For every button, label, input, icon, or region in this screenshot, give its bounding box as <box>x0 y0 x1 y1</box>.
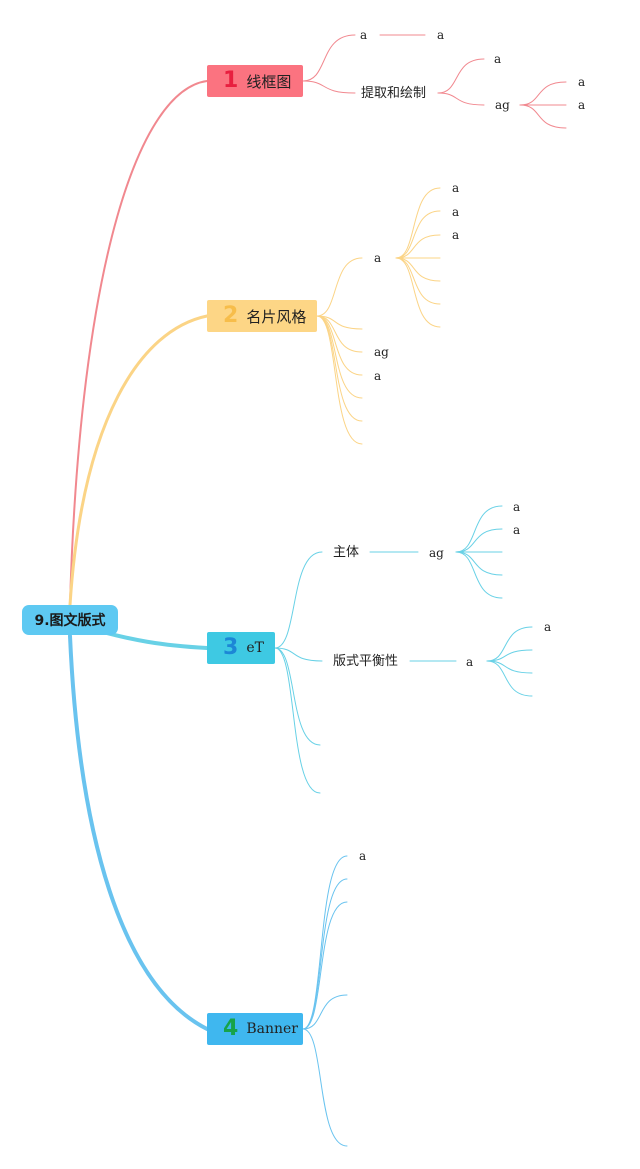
b3-link-balance-a-4 <box>486 660 533 697</box>
b1-node-extract-a[interactable]: a <box>494 52 502 66</box>
b4-link-5 <box>302 1028 348 1147</box>
b2-node-a-child-3[interactable]: a <box>452 228 460 242</box>
root-topic-label: 9.图文版式 <box>34 613 106 629</box>
b2-link-a-child-1 <box>395 187 441 259</box>
b3-link-ag-5 <box>455 551 503 599</box>
branch-4-number: 4 <box>223 1016 239 1041</box>
branch-1-label: 线框图 <box>246 72 292 91</box>
b1-node-extract-ag[interactable]: ag <box>495 98 510 112</box>
root-topic[interactable]: 9.图文版式 <box>22 605 118 635</box>
b2-node-a[interactable]: a <box>374 251 382 265</box>
b1-node-ag-a1[interactable]: a <box>578 75 586 89</box>
b1-node-a[interactable]: a <box>360 28 368 42</box>
b1-node-a-child[interactable]: a <box>437 28 445 42</box>
branch-3-label: eT <box>246 640 264 656</box>
b1-node-ag-a2[interactable]: a <box>578 98 586 112</box>
b1-link-extract-ag <box>437 92 485 106</box>
b1-link-extract-a <box>437 58 485 94</box>
b2-link-leaf-2 <box>316 315 363 353</box>
b1-node-extract-draw[interactable]: 提取和绘制 <box>361 86 427 101</box>
b2-node-ag[interactable]: ag <box>374 345 389 359</box>
b1-link-ag-empty <box>519 104 567 129</box>
b4-link-4 <box>302 994 348 1030</box>
branch-2-topic[interactable]: 2 名片风格 <box>207 300 317 332</box>
b3-link-ag-1 <box>455 505 503 553</box>
b3-node-ag-a1[interactable]: a <box>513 500 521 514</box>
branch-1-topic[interactable]: 1 线框图 <box>207 65 303 97</box>
b2-node-a2[interactable]: a <box>374 369 382 383</box>
b3-node-main[interactable]: 主体 <box>333 545 360 560</box>
b3-link-empty-1 <box>274 647 321 746</box>
b3-link-main <box>274 551 323 649</box>
b2-link-a-child-5 <box>395 257 441 282</box>
b2-link-a-child-3 <box>395 234 441 259</box>
b4-node-a[interactable]: a <box>359 849 367 863</box>
b3-node-main-ag[interactable]: ag <box>429 546 444 560</box>
b2-link-a-child-2 <box>395 210 441 259</box>
b2-link-leaf-5 <box>316 315 363 422</box>
trunk-to-branch-4 <box>68 634 209 1031</box>
branch-4-topic[interactable]: 4 Banner <box>207 1013 303 1045</box>
b3-link-ag-2 <box>455 528 503 553</box>
b3-link-empty-2 <box>274 647 321 794</box>
b3-link-balance-a-2 <box>486 649 533 662</box>
branch-2-label: 名片风格 <box>246 307 307 326</box>
b3-node-balance[interactable]: 版式平衡性 <box>333 654 399 669</box>
b2-node-a-child-2[interactable]: a <box>452 205 460 219</box>
b3-link-balance <box>274 647 323 662</box>
b2-link-a-child-6 <box>395 257 441 305</box>
trunk-to-branch-2 <box>68 314 209 607</box>
branch-2-number: 2 <box>223 303 239 328</box>
branch-4-label: Banner <box>246 1021 298 1037</box>
b4-link-2 <box>302 878 348 1030</box>
branch-3-number: 3 <box>223 635 239 660</box>
b3-node-balance-a-a[interactable]: a <box>544 620 552 634</box>
b1-link-ag-a1 <box>519 81 567 106</box>
trunk-to-branch-1 <box>69 80 208 606</box>
b2-node-a-child-1[interactable]: a <box>452 181 460 195</box>
b4-link-3 <box>302 901 348 1030</box>
b3-node-balance-a[interactable]: a <box>466 655 474 669</box>
b2-link-leaf-6 <box>316 315 363 445</box>
b1-link-a <box>302 34 356 82</box>
b3-node-ag-a2[interactable]: a <box>513 523 521 537</box>
b2-link-a <box>316 257 363 317</box>
b3-link-ag-4 <box>455 551 503 576</box>
branch-3-topic[interactable]: 3 eT <box>207 632 275 664</box>
b2-link-a-child-7 <box>395 257 441 328</box>
branch-1-number: 1 <box>223 68 239 93</box>
b1-link-extract <box>302 80 356 94</box>
b3-link-balance-a-1 <box>486 626 533 662</box>
